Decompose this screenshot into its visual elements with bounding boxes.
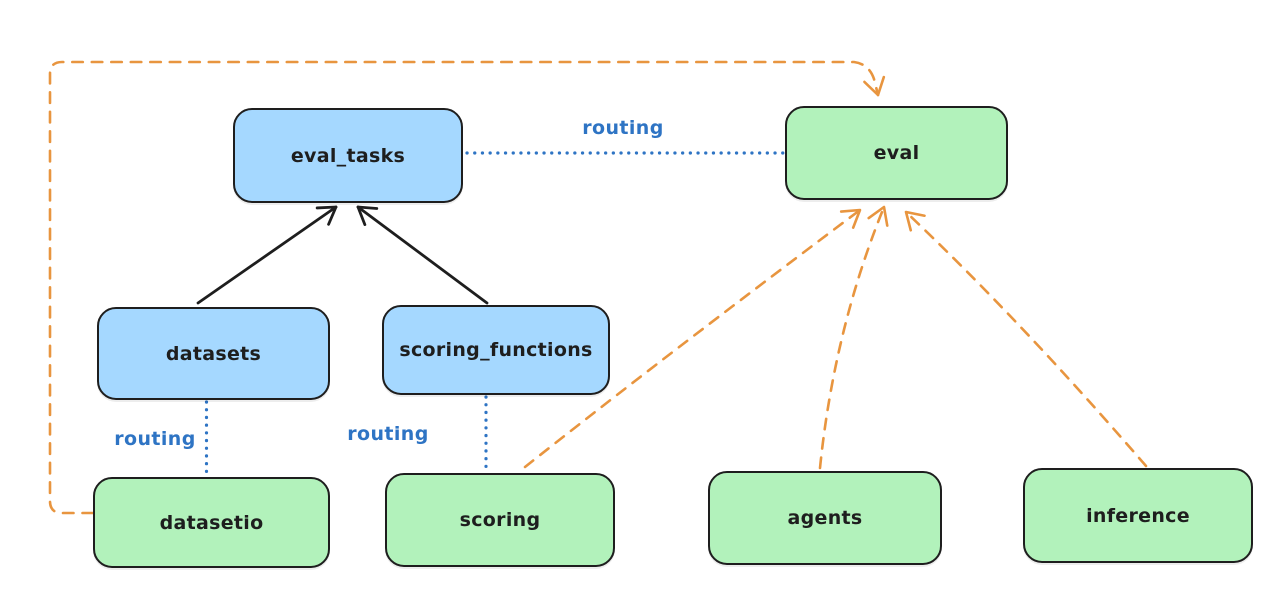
edge-agents-to-eval	[818, 205, 889, 470]
node-datasetio-label: datasetio	[159, 511, 264, 534]
node-scoring-functions-label: scoring_functions	[399, 339, 593, 361]
edge-scoring-to-eval	[523, 208, 862, 469]
edge-datasetio-to-eval	[48, 60, 886, 515]
node-datasetio: datasetio	[93, 477, 330, 568]
node-datasets: datasets	[97, 307, 330, 400]
node-eval-tasks: eval_tasks	[233, 108, 463, 203]
edge-datasets-to-eval-tasks	[196, 205, 338, 305]
node-inference: inference	[1023, 468, 1253, 563]
routing-label-eval-tasks-eval: routing	[582, 117, 664, 139]
node-inference-label: inference	[1086, 504, 1190, 527]
edge-scoring-functions-to-eval-tasks	[356, 205, 489, 305]
node-datasets-label: datasets	[165, 342, 262, 365]
routing-label-scoring-functions-scoring: routing	[347, 423, 429, 445]
node-eval: eval	[785, 106, 1008, 200]
node-scoring-functions: scoring_functions	[382, 305, 610, 395]
routing-label-datasets-datasetio: routing	[114, 428, 196, 450]
node-agents: agents	[708, 471, 942, 565]
node-eval-tasks-label: eval_tasks	[290, 144, 406, 167]
node-scoring-label: scoring	[459, 509, 541, 531]
node-agents-label: agents	[787, 507, 863, 529]
node-scoring: scoring	[385, 473, 615, 567]
node-eval-label: eval	[873, 142, 920, 164]
edge-inference-to-eval	[904, 210, 1148, 468]
